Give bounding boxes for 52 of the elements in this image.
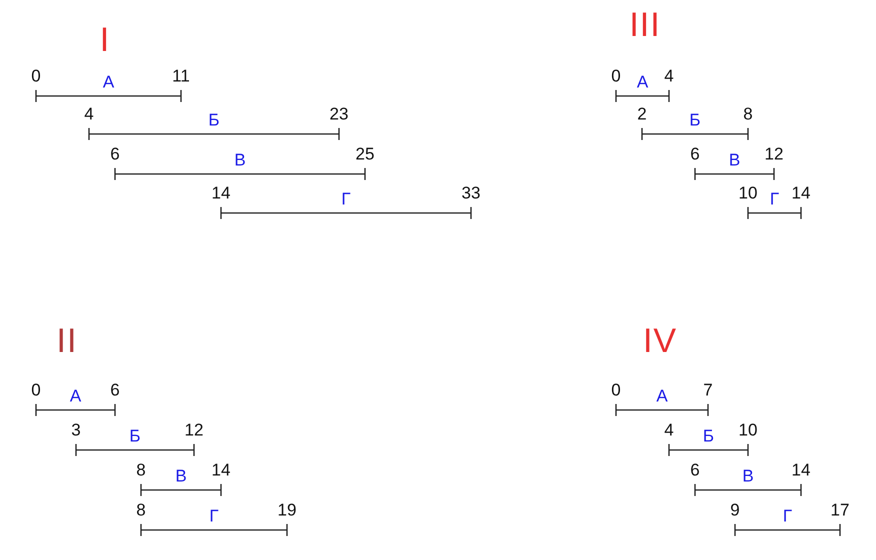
task-letter: Г [770,190,780,208]
start-value: 14 [212,184,230,202]
task-letter: В [234,152,246,168]
task-letter: В [175,468,187,484]
end-value: 23 [330,106,348,122]
end-value: 19 [278,502,296,518]
end-value: 7 [703,382,713,398]
start-value: 2 [637,106,647,122]
end-value: 17 [830,502,850,518]
task-letter: А [102,74,114,90]
panel-numeral: IV [642,324,678,358]
panel-numeral: II [56,324,78,358]
task-letter: А [636,74,648,90]
task-letter: А [70,388,82,404]
start-value: 10 [738,184,758,202]
panel-numeral: I [100,23,110,57]
start-value: 8 [136,502,146,518]
end-value: 12 [764,146,784,162]
start-value: 0 [31,382,41,398]
task-letter: Б [208,112,220,128]
task-letter: Б [129,428,141,444]
end-value: 14 [792,184,810,202]
start-value: 3 [71,422,81,438]
panel-numeral: III [629,8,661,42]
start-value: 0 [611,382,621,398]
end-value: 14 [792,462,810,478]
end-value: 6 [110,382,120,398]
start-value: 6 [110,146,120,162]
start-value: 6 [690,146,700,162]
end-value: 25 [356,146,374,162]
start-value: 6 [690,462,700,478]
task-letter: Б [702,428,714,444]
end-value: 10 [738,422,758,438]
start-value: 0 [31,68,41,84]
end-value: 14 [212,462,230,478]
task-letter: Г [782,508,792,524]
task-letter: Г [341,190,351,208]
end-value: 12 [184,422,204,438]
end-value: 11 [172,68,190,84]
start-value: 9 [730,502,740,518]
task-letter: В [728,152,740,168]
start-value: 0 [611,68,621,84]
task-letter: А [656,388,668,404]
start-value: 8 [136,462,146,478]
task-letter: Б [689,112,701,128]
start-value: 4 [84,106,94,122]
start-value: 4 [664,422,674,438]
end-value: 4 [664,68,674,84]
end-value: 33 [462,184,480,202]
end-value: 8 [743,106,753,122]
task-letter: Г [209,508,219,524]
task-letter: В [742,468,754,484]
